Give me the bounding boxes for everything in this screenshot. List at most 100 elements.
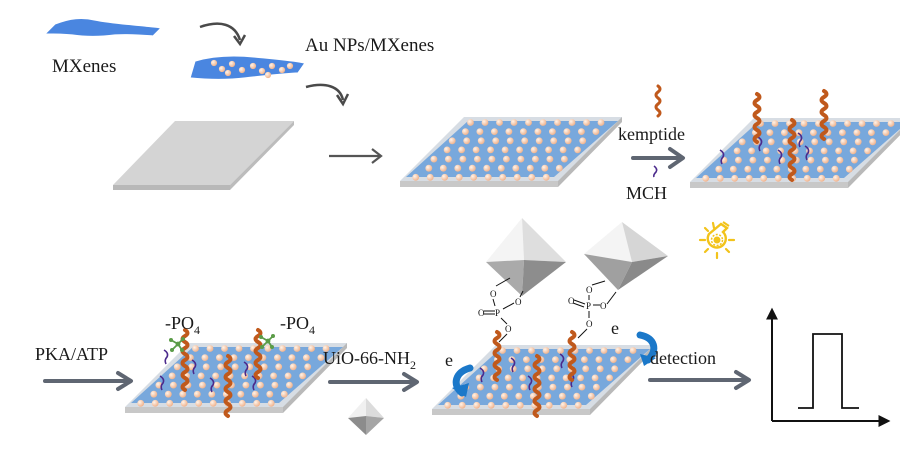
kemptide-legend-icon: [654, 84, 662, 118]
au-nanoparticle: [267, 399, 275, 407]
au-nanoparticle: [477, 383, 484, 391]
au-nanoparticle: [448, 137, 456, 145]
au-nanoparticle: [762, 147, 770, 155]
au-nanoparticle: [582, 365, 590, 373]
svg-text:O: O: [515, 297, 522, 307]
au-nanoparticle: [807, 156, 815, 164]
au-nanoparticle: [137, 399, 145, 407]
au-nanoparticle: [487, 401, 495, 409]
electrode-base: [432, 409, 590, 415]
au-nanoparticle: [487, 146, 494, 154]
au-nanoparticle: [412, 173, 420, 181]
mch-molecule: [777, 149, 783, 165]
au-nanoparticle: [150, 390, 158, 398]
au-nanoparticle: [624, 356, 632, 363]
au-nanoparticle: [810, 129, 817, 137]
au-nanoparticle: [251, 390, 259, 398]
au-nanoparticle: [578, 128, 585, 136]
electrode-base: [400, 181, 558, 187]
au-nanoparticle: [745, 174, 753, 182]
au-nanoparticle: [869, 138, 877, 146]
label-po4-right: -PO4: [280, 313, 315, 337]
mch-legend-icon: [652, 165, 658, 178]
au-nanoparticle: [516, 146, 523, 154]
au-nanoparticle: [520, 383, 528, 391]
au-nanoparticle: [729, 165, 737, 173]
au-nanoparticle: [882, 129, 890, 137]
au-nanoparticle: [744, 165, 752, 173]
au-nanoparticle: [303, 354, 310, 361]
kemptide-peptide: [819, 89, 829, 141]
au-nanoparticle: [473, 401, 481, 409]
au-nanoparticle: [549, 383, 557, 391]
au-mxene-electrode: [400, 117, 622, 187]
au-nanoparticle: [595, 356, 603, 363]
au-nanoparticle: [546, 155, 554, 163]
au-nanoparticle: [491, 383, 499, 391]
au-nanoparticle: [592, 128, 600, 136]
au-nanoparticle: [503, 155, 510, 163]
au-nanoparticle: [873, 120, 880, 127]
kemptide-mch-arrow: [631, 147, 685, 169]
au-nanoparticle: [278, 66, 286, 74]
au-nanoparticle: [463, 137, 471, 145]
au-nanoparticle: [555, 164, 563, 172]
au-nanoparticle: [506, 137, 514, 145]
au-nanoparticle: [170, 381, 177, 389]
au-nanoparticle: [818, 174, 826, 182]
au-nanoparticle: [581, 356, 588, 363]
au-nanoparticle: [221, 345, 228, 352]
uio-66-nh2-crystal-left: [486, 218, 566, 296]
kemptide-modified-electrode: [690, 89, 900, 188]
mch-molecule: [804, 145, 810, 161]
svg-text:O: O: [568, 296, 575, 306]
au-nanoparticle: [270, 372, 277, 380]
label-uio-66-nh2: UiO-66-NH2: [323, 348, 416, 372]
svg-text:O: O: [505, 324, 512, 334]
mch-molecule: [243, 361, 249, 377]
uio-arrow: [328, 372, 419, 392]
au-nanoparticle: [564, 137, 572, 145]
au-nanoparticle: [506, 383, 513, 391]
au-nanoparticle: [802, 165, 810, 173]
au-nanoparticle: [488, 155, 496, 163]
au-nanoparticle: [549, 128, 556, 136]
mch-molecule: [251, 375, 257, 391]
au-nanoparticle: [266, 390, 274, 398]
au-nanoparticle: [245, 354, 252, 361]
au-nanoparticle: [760, 174, 768, 182]
au-nanoparticle: [829, 120, 837, 127]
au-nanoparticle: [497, 164, 505, 172]
au-nanoparticle: [510, 119, 518, 126]
au-nanoparticle: [483, 164, 491, 172]
au-nanoparticle: [831, 165, 839, 173]
electrode-base: [690, 182, 848, 188]
au-nanoparticle: [509, 365, 517, 373]
au-nanoparticle: [504, 374, 512, 382]
au-nanoparticle: [577, 374, 584, 382]
au-nanoparticle: [574, 401, 582, 409]
au-nanoparticle: [197, 372, 205, 380]
au-nanoparticle: [455, 173, 463, 181]
au-nanoparticle: [559, 146, 567, 154]
au-nanoparticle: [557, 347, 564, 354]
au-nanoparticle: [574, 146, 581, 154]
svg-text:O: O: [586, 285, 593, 295]
au-nanoparticle: [820, 147, 828, 155]
au-nanoparticle: [835, 147, 842, 155]
au-nanoparticle: [279, 345, 286, 352]
electron-transfer-arrow-left: [452, 364, 474, 397]
kemptide-peptide: [223, 354, 233, 418]
au-nanoparticle: [217, 363, 225, 371]
au-nanoparticle: [209, 399, 217, 407]
au-nanoparticle: [286, 381, 293, 389]
label-mxenes: MXenes: [52, 56, 116, 77]
au-nanoparticle: [228, 60, 236, 68]
mch-molecule: [479, 367, 485, 383]
mch-molecule: [797, 132, 803, 148]
svg-text:P: P: [495, 308, 500, 318]
au-nanoparticle: [749, 156, 757, 164]
au-nanoparticle: [206, 345, 214, 352]
au-nanoparticle: [253, 399, 261, 407]
au-nanoparticle: [702, 174, 710, 182]
